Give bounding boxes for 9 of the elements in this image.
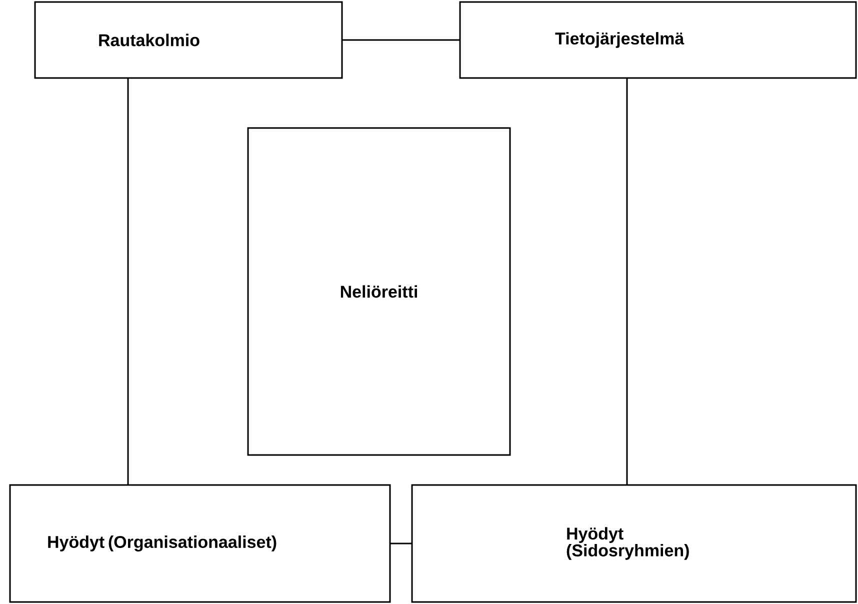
connector-line: [127, 78, 129, 485]
text-box: Rautakolmio: [34, 1, 343, 79]
text-box: Neliöreitti: [247, 127, 511, 456]
text-box: Tietojärjestelmä: [459, 1, 857, 79]
connector-line: [342, 39, 460, 41]
text-box: Hyödyt (Organisationaaliset): [9, 484, 391, 603]
connector-line: [390, 542, 412, 544]
text-box: Hyödyt (Sidosryhmien): [411, 484, 857, 603]
connector-line: [626, 78, 628, 485]
